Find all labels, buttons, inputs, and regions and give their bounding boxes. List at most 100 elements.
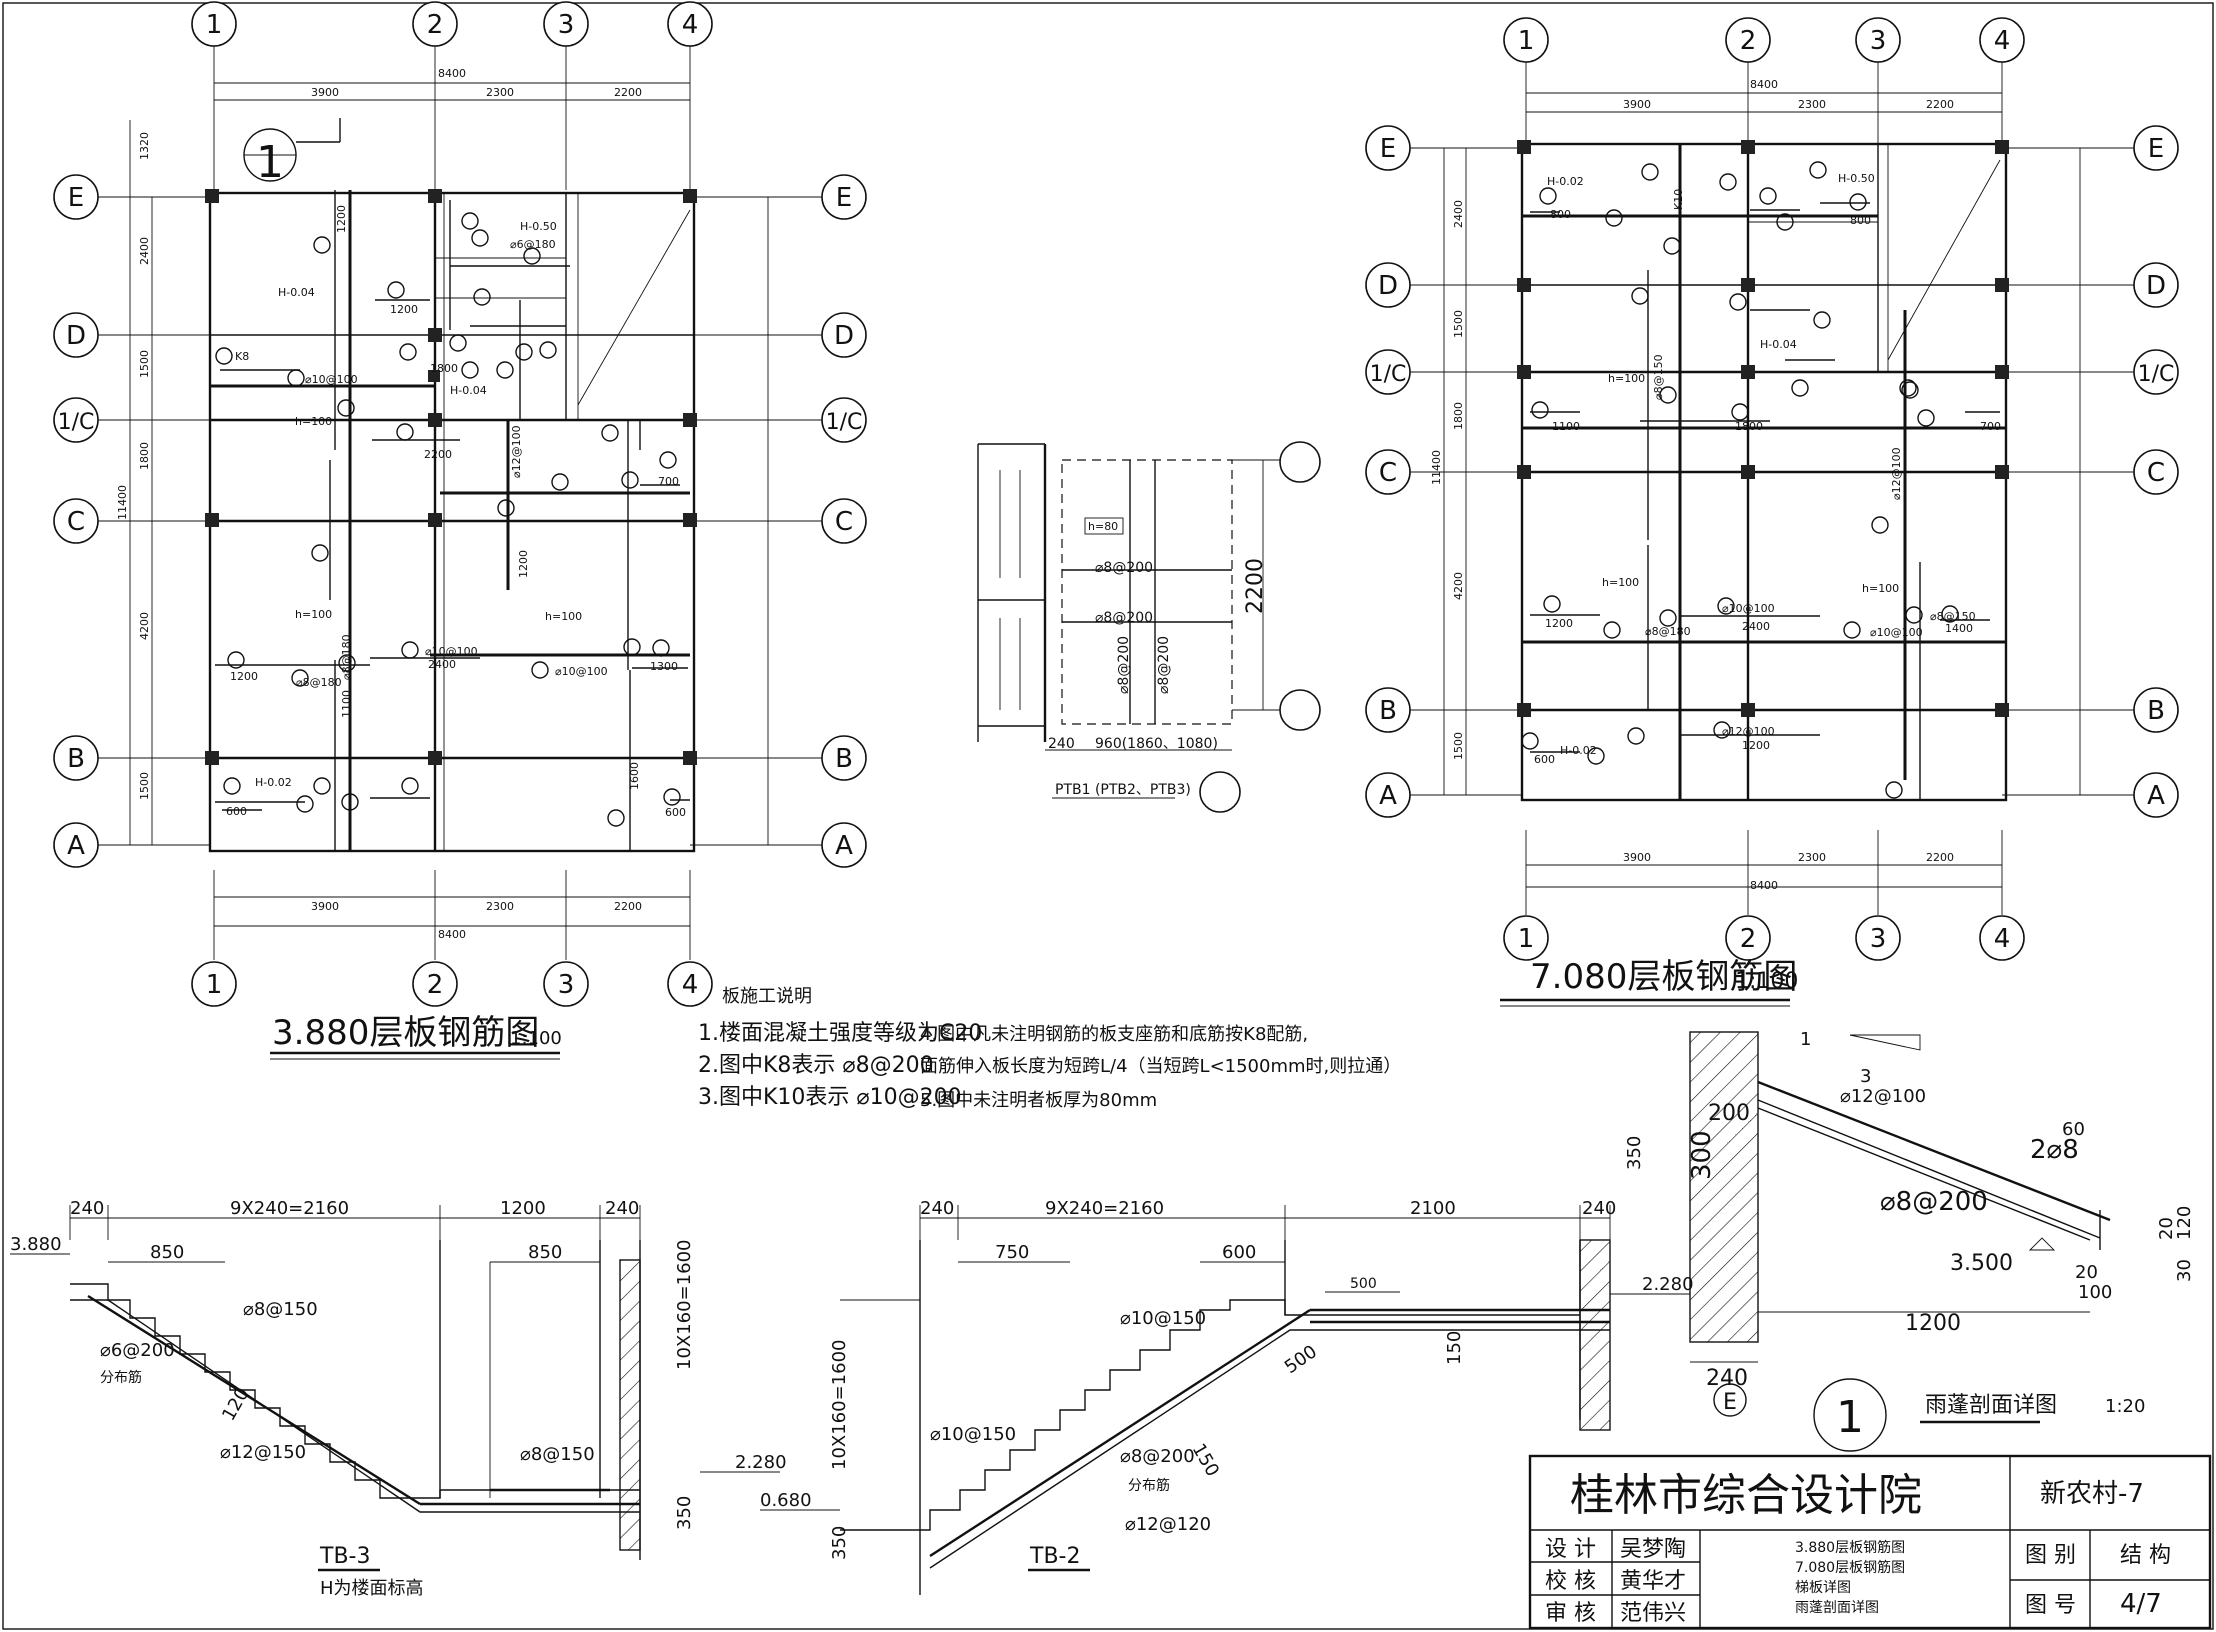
dim-label: 1300 — [650, 660, 678, 673]
axis-label: B — [2147, 696, 2165, 726]
dim-label: 1400 — [1945, 622, 1973, 635]
axis-label: 4 — [682, 970, 699, 1000]
tb2-level: 2.280 — [1642, 1274, 1694, 1295]
axis-label: 2 — [427, 10, 444, 40]
tb2-level: 0.680 — [760, 1490, 812, 1511]
tb2-dim: 240 — [1582, 1198, 1616, 1219]
axis-label: C — [835, 507, 853, 537]
dim-bay: 3900 — [311, 86, 339, 99]
dim-label: 1100 — [1552, 420, 1580, 433]
ptb-rebar: ⌀8@200 — [1095, 610, 1153, 626]
thickness-label: h=100 — [545, 610, 582, 623]
notes-item: 2.图中K8表示 ⌀8@200 — [698, 1053, 934, 1078]
dim-bay: 3900 — [1623, 98, 1651, 111]
canopy-mark: 1 — [1836, 1392, 1864, 1443]
thickness-label: h=100 — [1862, 582, 1899, 595]
axis-label: B — [67, 744, 85, 774]
axis-bubbles-top-left: 1 2 3 4 — [191, 1, 713, 190]
axis-label: D — [834, 321, 854, 351]
thickness-label: h=100 — [295, 608, 332, 621]
role-label: 校 核 — [1545, 1569, 1596, 1594]
axis-label: 1 — [1518, 26, 1535, 56]
canopy-detail: 1 3 ⌀12@100 2⌀8 ⌀8@200 200 350 300 60 20… — [1624, 1029, 2195, 1452]
dim-bay: 1500 — [1452, 732, 1465, 760]
tb3-dim: 1200 — [500, 1198, 546, 1219]
tb2-rebar: ⌀10@150 — [1120, 1308, 1206, 1329]
level-label: H-0.50 — [1838, 172, 1875, 185]
tb3-dim: 9X240=2160 — [230, 1198, 349, 1219]
construction-notes: 板施工说明 1.楼面混凝土强度等级为C20 2.图中K8表示 ⌀8@200 3.… — [698, 986, 1401, 1111]
axis-label: E — [68, 183, 84, 213]
tb2-rebar: 分布筋 — [1128, 1477, 1170, 1494]
axis-label: 2 — [427, 970, 444, 1000]
rebar-label: ⌀10@100 — [555, 665, 608, 678]
dim-label: 1200 — [390, 303, 418, 316]
rebars-left — [210, 190, 690, 850]
dim-bay: 2300 — [1798, 98, 1826, 111]
tb3-note: H为楼面标高 — [320, 1578, 424, 1599]
rebar-label: ⌀12@100 — [510, 425, 523, 478]
axis-label: 3 — [558, 970, 575, 1000]
dim-bay: 2200 — [614, 86, 642, 99]
axis-label: A — [67, 831, 85, 861]
plan-left: 1 2 3 4 8400 3900 2300 2200 1 — [53, 1, 867, 1060]
tb2-dim: 500 — [1281, 1341, 1321, 1378]
axis-label: 2 — [1740, 26, 1757, 56]
rebar-number-bubbles-left — [215, 212, 681, 827]
axis-label: 1 — [206, 10, 223, 40]
ptb-dim-v: 2200 — [1243, 558, 1268, 614]
stair-tb2: 240 9X240=2160 2100 240 750 600 500 ⌀10@… — [760, 1198, 1694, 1595]
canopy-dim: 300 — [1687, 1130, 1717, 1180]
rebar-label: ⌀12@100 — [1890, 447, 1903, 500]
tb2-dim: 150 — [1444, 1331, 1465, 1365]
rebar-label: ⌀6@180 — [510, 238, 556, 251]
canopy-dim: 20 — [2075, 1262, 2098, 1283]
dim-label: 700 — [658, 475, 679, 488]
dim-bay: 1800 — [138, 442, 151, 470]
dim-label: 1200 — [1742, 739, 1770, 752]
drawing-list-item: 3.880层板钢筋图 — [1795, 1539, 1905, 1556]
axis-label: D — [66, 321, 86, 351]
ptb-rebar: ⌀8@200 — [1095, 560, 1153, 576]
dim-bay: 4200 — [138, 612, 151, 640]
tb2-rebar: ⌀10@150 — [930, 1424, 1016, 1445]
rebar-label: ⌀10@100 — [1870, 626, 1923, 639]
axis-label: 2 — [1740, 924, 1757, 954]
dim-bay: 1500 — [138, 350, 151, 378]
canopy-slope: 1 — [1800, 1029, 1811, 1050]
axis-label: A — [835, 831, 853, 861]
canopy-dim: 30 — [2174, 1259, 2195, 1282]
sheet-number: 4/7 — [2120, 1589, 2162, 1619]
tb2-dim: 500 — [1350, 1276, 1377, 1292]
plan-left-scale: 1:100 — [510, 1028, 562, 1049]
ptb-label: PTB1 (PTB2、PTB3) — [1055, 782, 1191, 798]
dim-label: 600 — [226, 805, 247, 818]
dim-label: 2200 — [424, 448, 452, 461]
ptb-detail: h=80 ⌀8@200 ⌀8@200 ⌀8@200 ⌀8@200 2200 24… — [977, 441, 1321, 813]
dim-bay: 2400 — [1452, 200, 1465, 228]
axis-label: C — [2147, 458, 2165, 488]
dim-bay: 2200 — [1926, 98, 1954, 111]
notes-heading: 板施工说明 — [722, 986, 812, 1007]
dim-label: 1800 — [430, 362, 458, 375]
rebar-label: ⌀8@150 — [1652, 354, 1665, 400]
dim-label: 700 — [1980, 420, 2001, 433]
number-label: 图 号 — [2025, 1593, 2076, 1618]
rebar-label: ⌀8@180 — [340, 634, 353, 680]
tb2-dim: 9X240=2160 — [1045, 1198, 1164, 1219]
rebar-labels-left: H-0.04 H-0.50 H-0.04 H-0.02 h=100 h=100 … — [226, 205, 686, 819]
drawing-list-item: 7.080层板钢筋图 — [1795, 1559, 1905, 1576]
axis-label: 1/C — [2138, 362, 2175, 387]
level-label: H-0.04 — [278, 286, 315, 299]
axis-label: C — [67, 507, 85, 537]
level-label: H-0.50 — [520, 220, 557, 233]
dim-label: 1800 — [1735, 420, 1763, 433]
tb3-dim: 350 — [674, 1496, 695, 1530]
tb3-rebar: ⌀12@150 — [220, 1442, 306, 1463]
axis-label: 1/C — [1370, 362, 1407, 387]
axis-label: 4 — [1994, 26, 2011, 56]
tb3-rebar: ⌀6@200 — [100, 1340, 175, 1361]
axis-label: 1 — [206, 970, 223, 1000]
